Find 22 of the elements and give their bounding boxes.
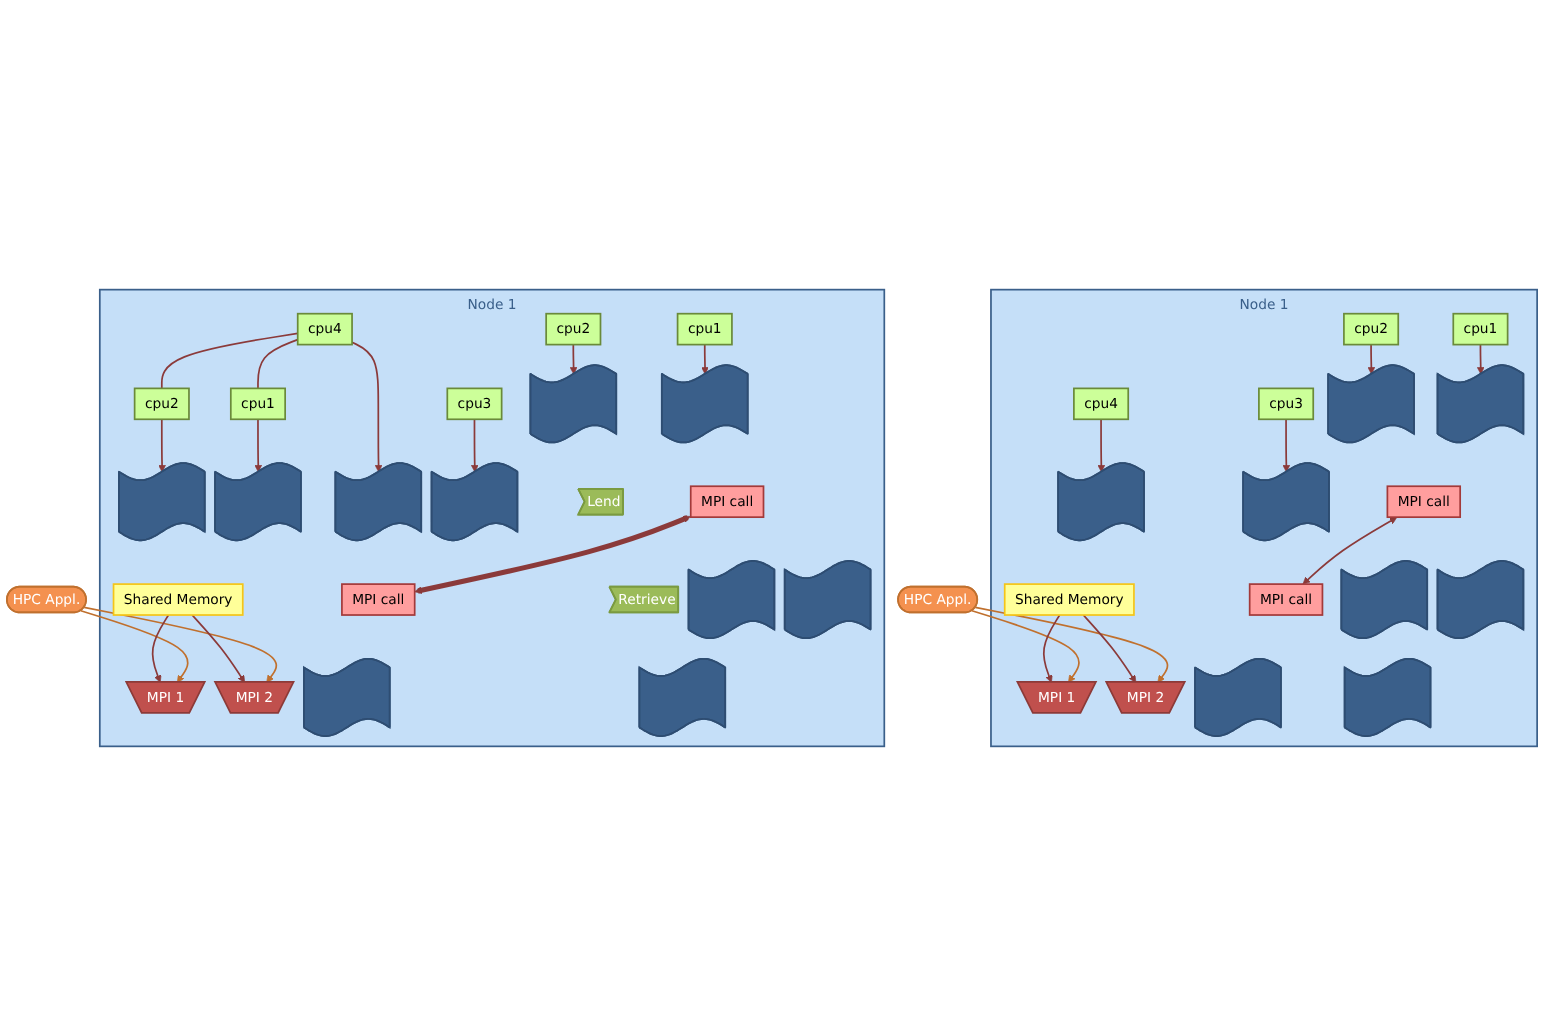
arrow — [1476, 343, 1485, 375]
arrow — [971, 609, 1080, 683]
arrow — [191, 614, 246, 683]
arrow — [79, 609, 189, 683]
connector — [160, 332, 299, 390]
arrow — [83, 606, 278, 683]
arrow — [974, 606, 1169, 683]
connector — [257, 338, 299, 390]
arrow — [414, 515, 691, 594]
arrow — [1302, 517, 1398, 585]
arrow — [1367, 343, 1376, 375]
arrow — [470, 418, 479, 473]
arrow — [254, 418, 263, 473]
arrow — [1082, 614, 1137, 683]
arrow — [569, 343, 578, 375]
arrow — [701, 343, 709, 375]
arrow — [1097, 418, 1106, 473]
arrow — [1282, 418, 1291, 473]
arrow — [351, 341, 383, 473]
arrow — [158, 418, 166, 473]
arrow — [151, 614, 170, 683]
arrow — [1042, 614, 1061, 683]
